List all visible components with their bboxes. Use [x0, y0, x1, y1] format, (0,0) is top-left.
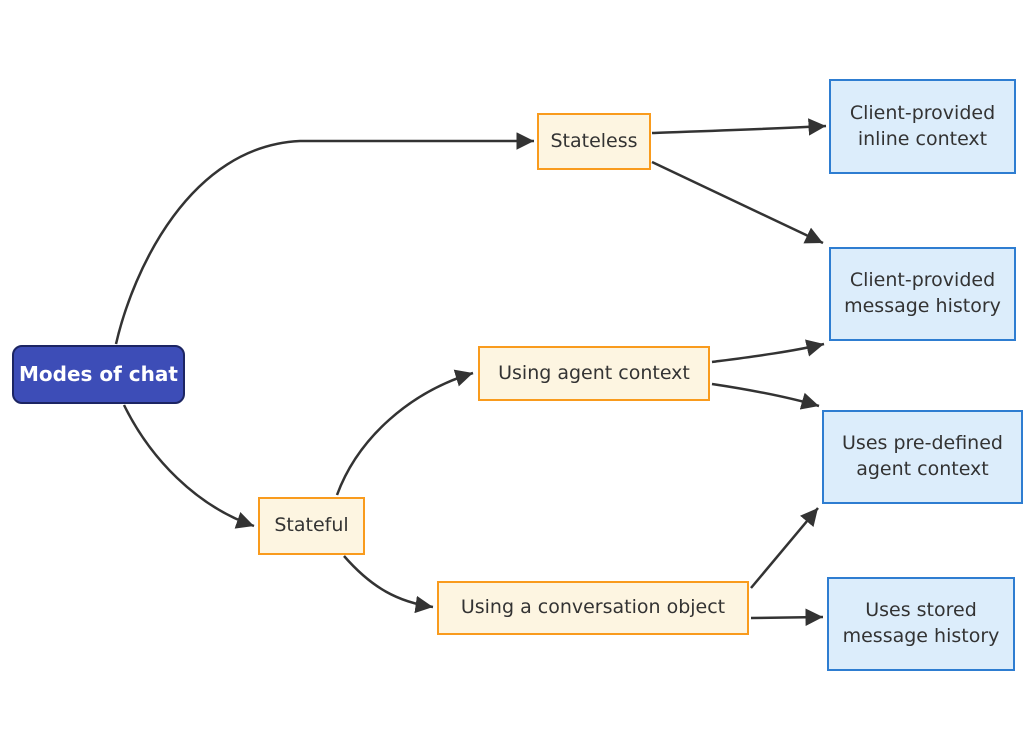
node-client-provided-message-history: Client-provided message history — [829, 247, 1016, 341]
edge-modes-to-stateful — [122, 404, 255, 529]
node-stateful: Stateful — [258, 497, 365, 555]
node-label: Uses pre-defined agent context — [842, 432, 1003, 480]
edge-agent-context-to-predefined-context — [711, 382, 820, 410]
node-label: Client-provided inline context — [849, 101, 996, 150]
node-uses-stored-message-history: Uses stored message history — [827, 577, 1015, 671]
node-label: Stateless — [550, 129, 638, 152]
edge-conversation-object-to-stored-history — [750, 608, 824, 626]
node-stateless: Stateless — [537, 113, 651, 170]
node-label: Using a conversation object — [460, 596, 726, 619]
edge-stateful-to-agent-context — [335, 369, 474, 496]
node-using-a-conversation-object: Using a conversation object — [437, 581, 749, 635]
node-label: Using agent context — [498, 361, 690, 384]
edge-modes-to-stateless — [114, 132, 534, 345]
edge-agent-context-to-message-history — [711, 339, 825, 364]
node-label: Uses stored message history — [842, 599, 1000, 647]
edge-stateless-to-inline-context — [651, 118, 827, 136]
edge-stateless-to-message-history — [651, 160, 824, 245]
node-label: Client-provided message history — [844, 269, 1001, 317]
edge-stateful-to-conversation-object — [343, 555, 434, 614]
node-label: Stateful — [274, 514, 349, 537]
node-client-provided-inline-context: Client-provided inline context — [829, 79, 1016, 174]
node-modes-of-chat: Modes of chat — [12, 345, 185, 404]
node-uses-pre-defined-agent-context: Uses pre-defined agent context — [822, 410, 1023, 504]
node-label: Modes of chat — [19, 362, 178, 386]
edge-conversation-object-to-predefined-context — [750, 507, 819, 589]
node-using-agent-context: Using agent context — [478, 346, 710, 401]
